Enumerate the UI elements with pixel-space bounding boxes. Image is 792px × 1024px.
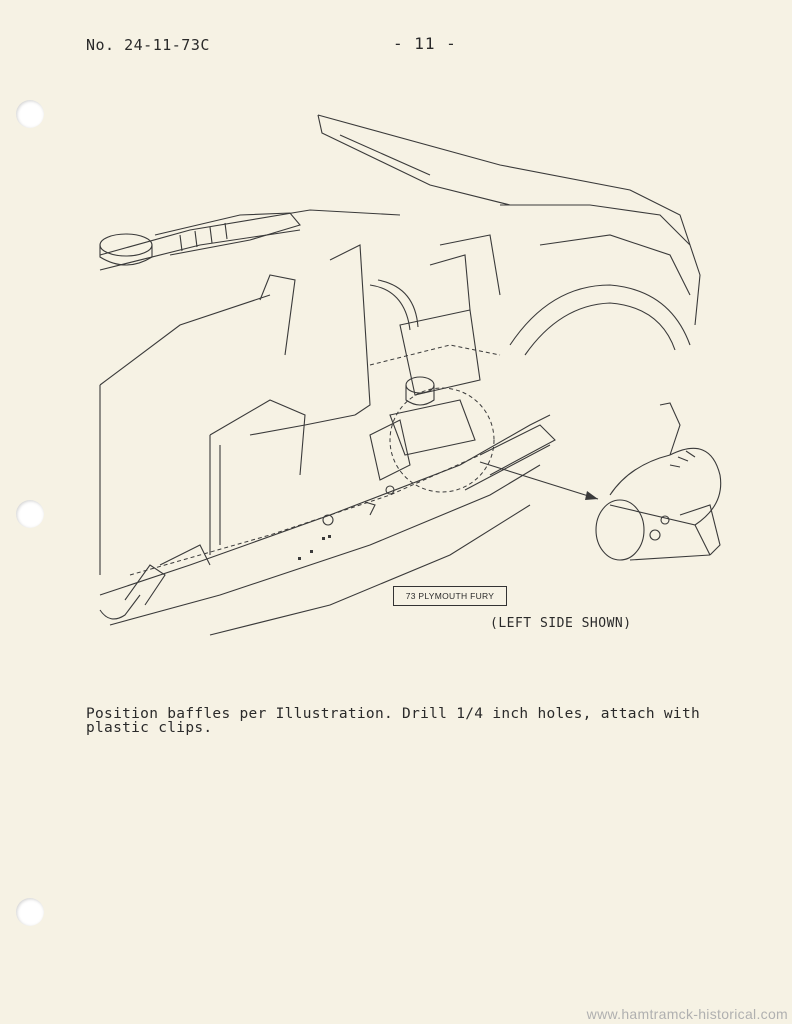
vehicle-model-label: 73 PLYMOUTH FURY xyxy=(393,586,507,606)
instruction-text: Position baffles per Illustration. Drill… xyxy=(86,706,701,736)
binder-hole-top xyxy=(16,100,44,128)
website-watermark: www.hamtramck-historical.com xyxy=(586,1006,788,1022)
page-number: - 11 - xyxy=(393,34,457,53)
binder-hole-bottom xyxy=(16,898,44,926)
side-shown-note: (LEFT SIDE SHOWN) xyxy=(490,616,632,631)
binder-hole-middle xyxy=(16,500,44,528)
car-underbody-illustration xyxy=(99,114,722,636)
document-number: No. 24-11-73C xyxy=(86,36,210,54)
